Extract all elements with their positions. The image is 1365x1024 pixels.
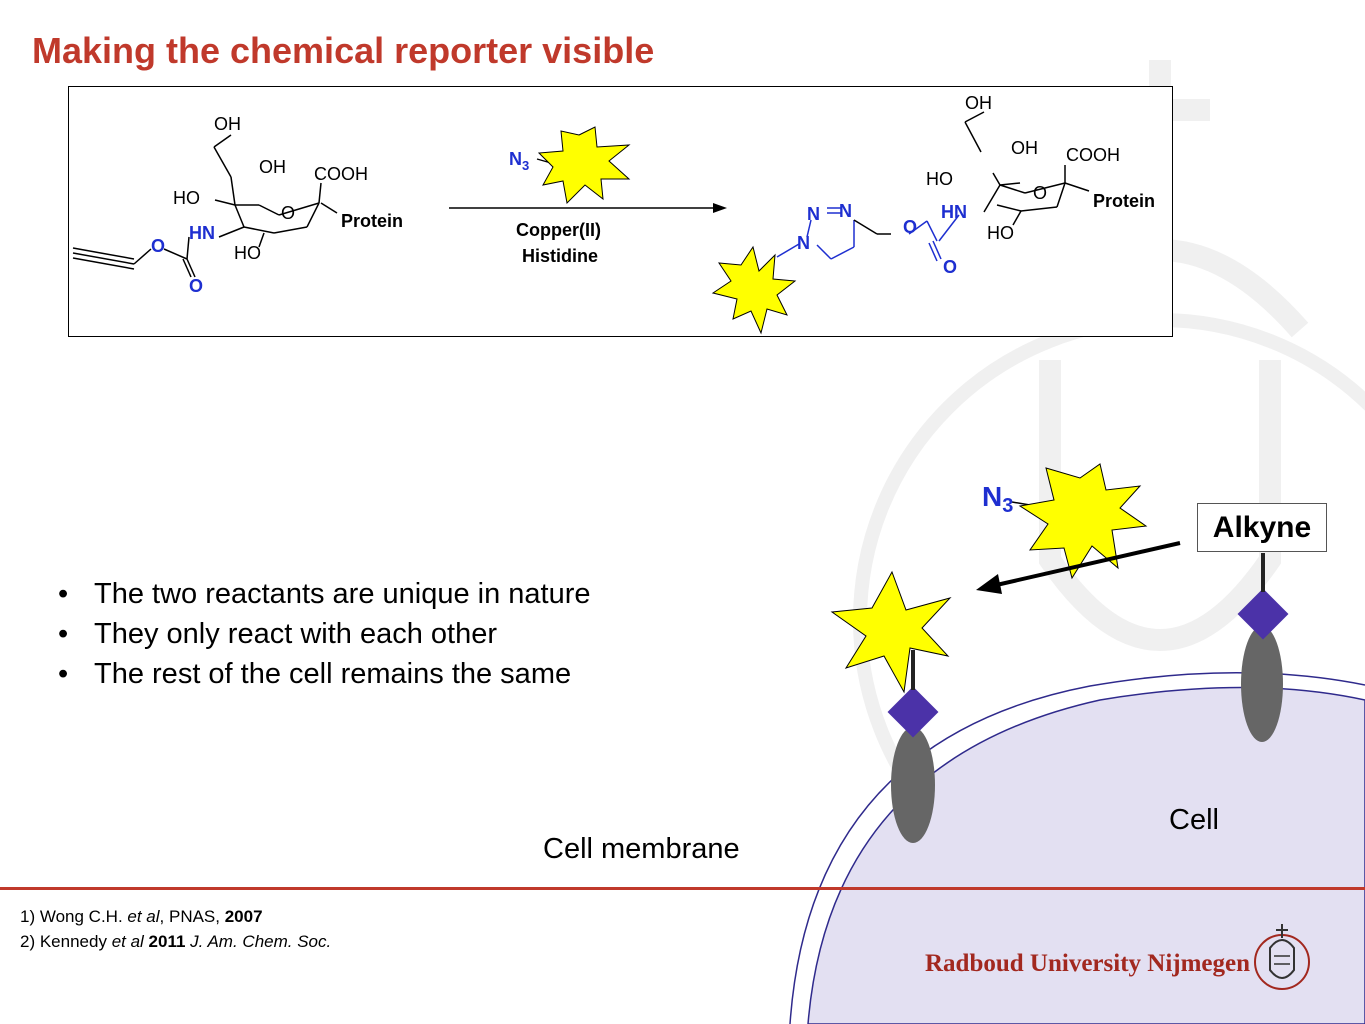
product-cooh: COOH bbox=[1066, 145, 1120, 165]
conditions-line2: Histidine bbox=[522, 246, 598, 266]
cell-membrane-label: Cell membrane bbox=[543, 833, 740, 865]
product-carbonyl-o: O bbox=[943, 257, 957, 277]
reactant-carbonyl-o: O bbox=[189, 276, 203, 296]
product-structure bbox=[776, 207, 960, 262]
diagram-azide-label: N3 bbox=[982, 481, 1014, 517]
bullet-item: •The rest of the cell remains the same bbox=[58, 654, 591, 694]
university-logo-text: Radboud University Nijmegen bbox=[925, 950, 1251, 977]
reagent-azide-n: N3 bbox=[509, 149, 529, 173]
product-o-ring: O bbox=[1033, 183, 1047, 203]
product-triazole-n3: N bbox=[839, 201, 852, 221]
bullet-dot: • bbox=[58, 578, 69, 610]
reactant-protein: Protein bbox=[341, 211, 403, 231]
product-oh-mid: OH bbox=[1011, 138, 1038, 158]
reactant-ho-left: HO bbox=[173, 188, 200, 208]
sugar-right bbox=[1237, 588, 1289, 640]
product-triazole-n1: N bbox=[797, 233, 810, 253]
reactant-oh-top: OH bbox=[214, 114, 241, 134]
reagent-fluorophore-star bbox=[537, 126, 631, 205]
reactant-oh-mid: OH bbox=[259, 157, 286, 177]
product-triazole-n2: N bbox=[807, 204, 820, 224]
reactant-o-ring: O bbox=[281, 203, 295, 223]
reactant-ho-bottom: HO bbox=[234, 243, 261, 263]
reactant-carbamate-o: O bbox=[151, 236, 165, 256]
footer-divider bbox=[0, 887, 1365, 890]
sugar-left bbox=[887, 686, 939, 738]
page-title: Making the chemical reporter visible bbox=[32, 30, 655, 71]
product-fluorophore-star bbox=[711, 245, 797, 335]
product-ho-left: HO bbox=[926, 169, 953, 189]
alkyne-label-box: Alkyne bbox=[1197, 503, 1327, 552]
product-ho-bottom: HO bbox=[987, 223, 1014, 243]
product-carbamate-o: O bbox=[903, 217, 917, 237]
protein-left bbox=[891, 727, 935, 843]
references: 1) Wong C.H. et al, PNAS, 2007 2) Kenned… bbox=[20, 904, 331, 954]
reference-1: 1) Wong C.H. et al, PNAS, 2007 bbox=[20, 907, 263, 926]
product-hn: HN bbox=[941, 202, 967, 222]
fluorophore-star-attached bbox=[830, 570, 952, 694]
product-protein: Protein bbox=[1093, 191, 1155, 211]
cell-label: Cell bbox=[1169, 804, 1219, 836]
reactant-hn: HN bbox=[189, 223, 215, 243]
reaction-scheme: OH OH COOH HO O Protein HN HO O O N3 Cop… bbox=[72, 93, 1155, 335]
fluorophore-star-free bbox=[1018, 463, 1148, 580]
reaction-arrowhead bbox=[976, 574, 1002, 594]
reaction-scheme-box: OH OH COOH HO O Protein HN HO O O N3 Cop… bbox=[68, 86, 1173, 337]
reactant-structure bbox=[72, 134, 338, 278]
university-seal-icon bbox=[1254, 924, 1310, 990]
bullet-list: •The two reactants are unique in nature … bbox=[58, 574, 591, 694]
bullet-item: •They only react with each other bbox=[58, 614, 591, 654]
bullet-dot: • bbox=[58, 658, 69, 690]
product-oh-top: OH bbox=[965, 93, 992, 113]
reactant-cooh: COOH bbox=[314, 164, 368, 184]
reference-2: 2) Kennedy et al 2011 J. Am. Chem. Soc. bbox=[20, 932, 332, 951]
conditions-line1: Copper(II) bbox=[516, 220, 601, 240]
bullet-dot: • bbox=[58, 618, 69, 650]
bullet-item: •The two reactants are unique in nature bbox=[58, 574, 591, 614]
reaction-scheme-arrowhead bbox=[713, 203, 727, 213]
reaction-arrow bbox=[991, 541, 1181, 588]
protein-right bbox=[1241, 626, 1283, 742]
